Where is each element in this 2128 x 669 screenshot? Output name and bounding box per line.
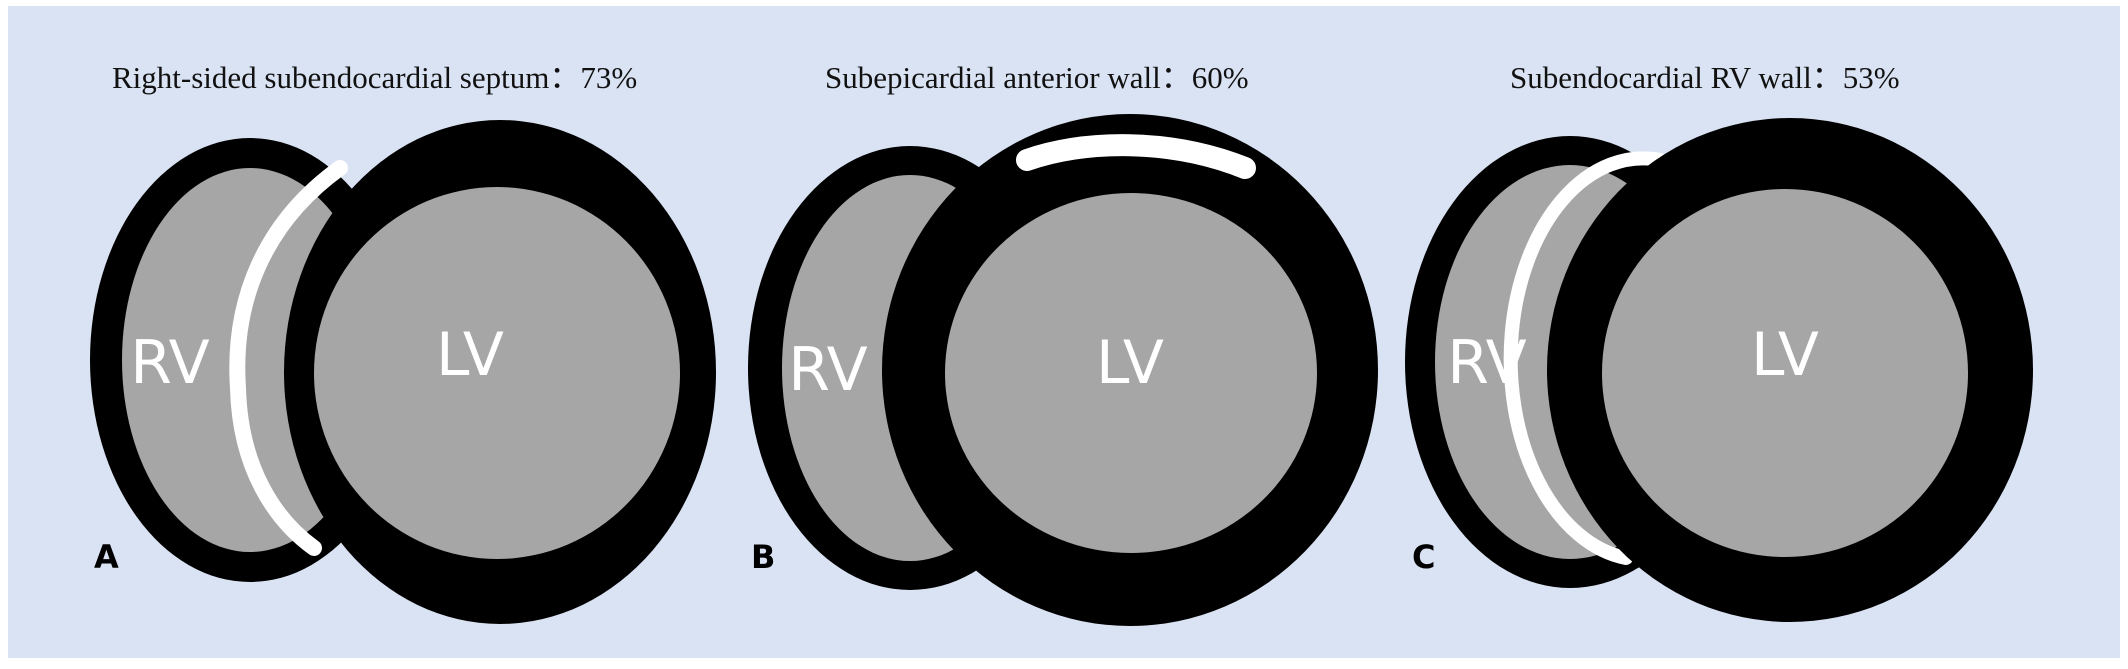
- panel-a-lv-cavity: [314, 187, 680, 559]
- panel-b-lesion: [1016, 134, 1256, 179]
- panel-c-letter: C: [1412, 538, 1436, 576]
- panel-b-letter: B: [751, 538, 776, 576]
- panel-c-caption: Subendocardial RV wall：53%: [1510, 60, 1900, 95]
- panel-a-caption: Right-sided subendocardial septum：73%: [112, 60, 638, 95]
- panel-b-lv-cavity: [945, 193, 1317, 553]
- panel-a-rv-label: RV: [130, 328, 209, 398]
- panel-b-rv-label: RV: [788, 335, 867, 405]
- panel-b-diagram: RV LV: [748, 114, 1378, 626]
- panel-c-lv-label: LV: [1751, 320, 1819, 390]
- panel-a-letter: A: [94, 538, 119, 576]
- panel-a-lv-label: LV: [436, 320, 504, 390]
- panel-c-rv-label: RV: [1447, 328, 1526, 398]
- panel-c-lv-cavity: [1602, 189, 1968, 557]
- panel-a-diagram: RV LV: [90, 120, 716, 624]
- panel-c-lesion: [1503, 151, 1667, 565]
- panel-a-lesion: [229, 160, 348, 556]
- panel-b-lv-label: LV: [1096, 328, 1164, 398]
- panel-b-caption: Subepicardial anterior wall：60%: [825, 60, 1249, 95]
- panel-c-diagram: RV LV: [1405, 118, 2033, 622]
